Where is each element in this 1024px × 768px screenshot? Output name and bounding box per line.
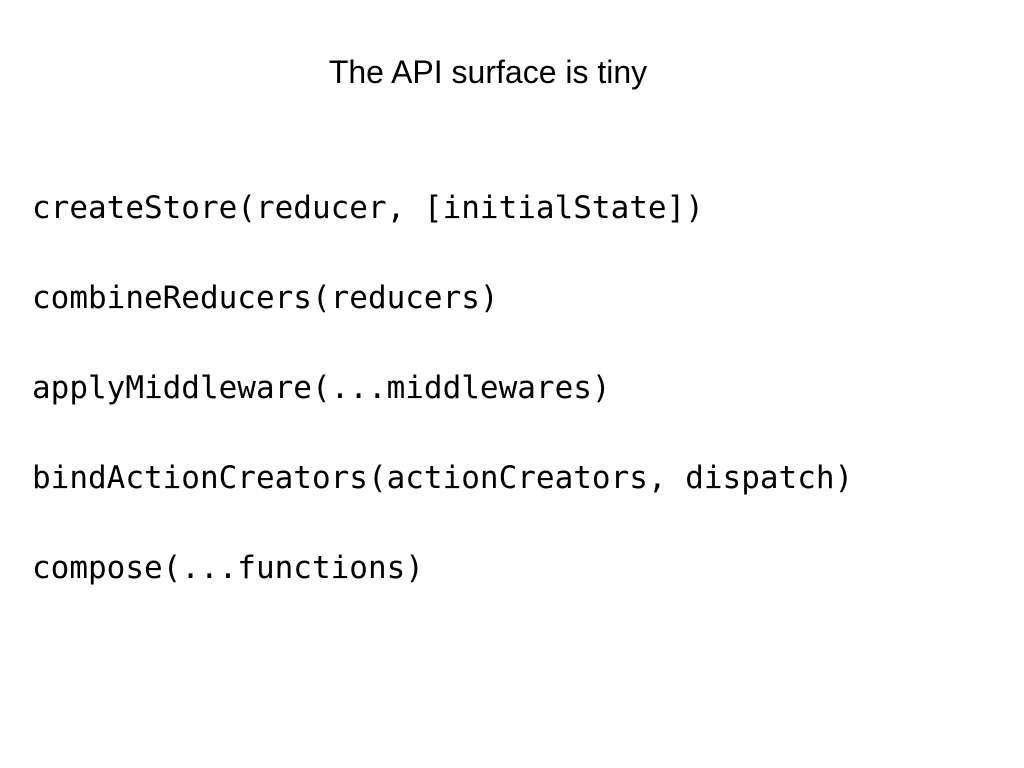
api-function-create-store: createStore(reducer, [initialState]) [32, 190, 704, 226]
api-function-bind-action-creators: bindActionCreators(actionCreators, dispa… [32, 460, 854, 496]
api-function-combine-reducers: combineReducers(reducers) [32, 280, 499, 316]
slide-title: The API surface is tiny [328, 54, 648, 90]
api-function-list: createStore(reducer, [initialState]) com… [32, 186, 853, 636]
api-function-compose: compose(...functions) [32, 550, 424, 586]
api-function-apply-middleware: applyMiddleware(...middlewares) [32, 370, 611, 406]
